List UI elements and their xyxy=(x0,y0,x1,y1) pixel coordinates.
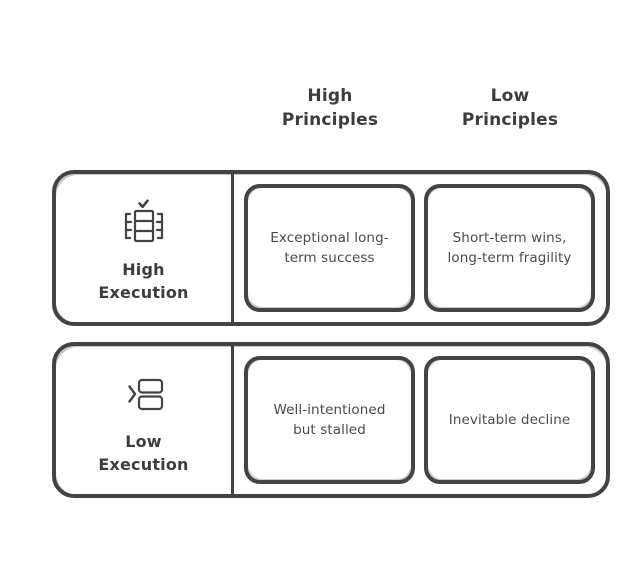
row-header-label-low-execution: Low Execution xyxy=(98,432,189,474)
row-header-low-execution: Low Execution xyxy=(56,346,234,494)
column-header-band: High Principles Low Principles xyxy=(0,84,642,146)
column-header-high-principles: High Principles xyxy=(281,86,379,130)
chevron-stacked-boxes-icon xyxy=(116,368,172,420)
matrix-cell-low-exec-low-principles[interactable]: Inevitable decline xyxy=(424,356,595,484)
matrix-row-low-execution: Low Execution Well-intentioned but stall… xyxy=(52,342,610,498)
matrix-cell-text: Short-term wins, long-term fragility xyxy=(447,230,572,266)
matrix-cell-text: Well-intentioned but stalled xyxy=(273,402,386,438)
matrix-cell-text: Exceptional long-term success xyxy=(270,230,389,266)
row-header-label-high-execution: High Execution xyxy=(98,260,189,302)
matrix-cell-high-exec-low-principles[interactable]: Short-term wins, long-term fragility xyxy=(424,184,595,312)
matrix-row-high-execution: High Execution Exceptional long-term suc… xyxy=(52,170,610,326)
matrix-cell-high-exec-high-principles[interactable]: Exceptional long-term success xyxy=(244,184,415,312)
row-cells-low-execution: Well-intentioned but stalled Inevitable … xyxy=(234,346,606,494)
matrix-cell-text: Inevitable decline xyxy=(448,412,571,428)
row-header-high-execution: High Execution xyxy=(56,174,234,322)
column-header-low-principles: Low Principles xyxy=(461,86,559,130)
table-rows-check-icon xyxy=(116,196,172,248)
row-cells-high-execution: Exceptional long-term success Short-term… xyxy=(234,174,606,322)
matrix-cell-low-exec-high-principles[interactable]: Well-intentioned but stalled xyxy=(244,356,415,484)
